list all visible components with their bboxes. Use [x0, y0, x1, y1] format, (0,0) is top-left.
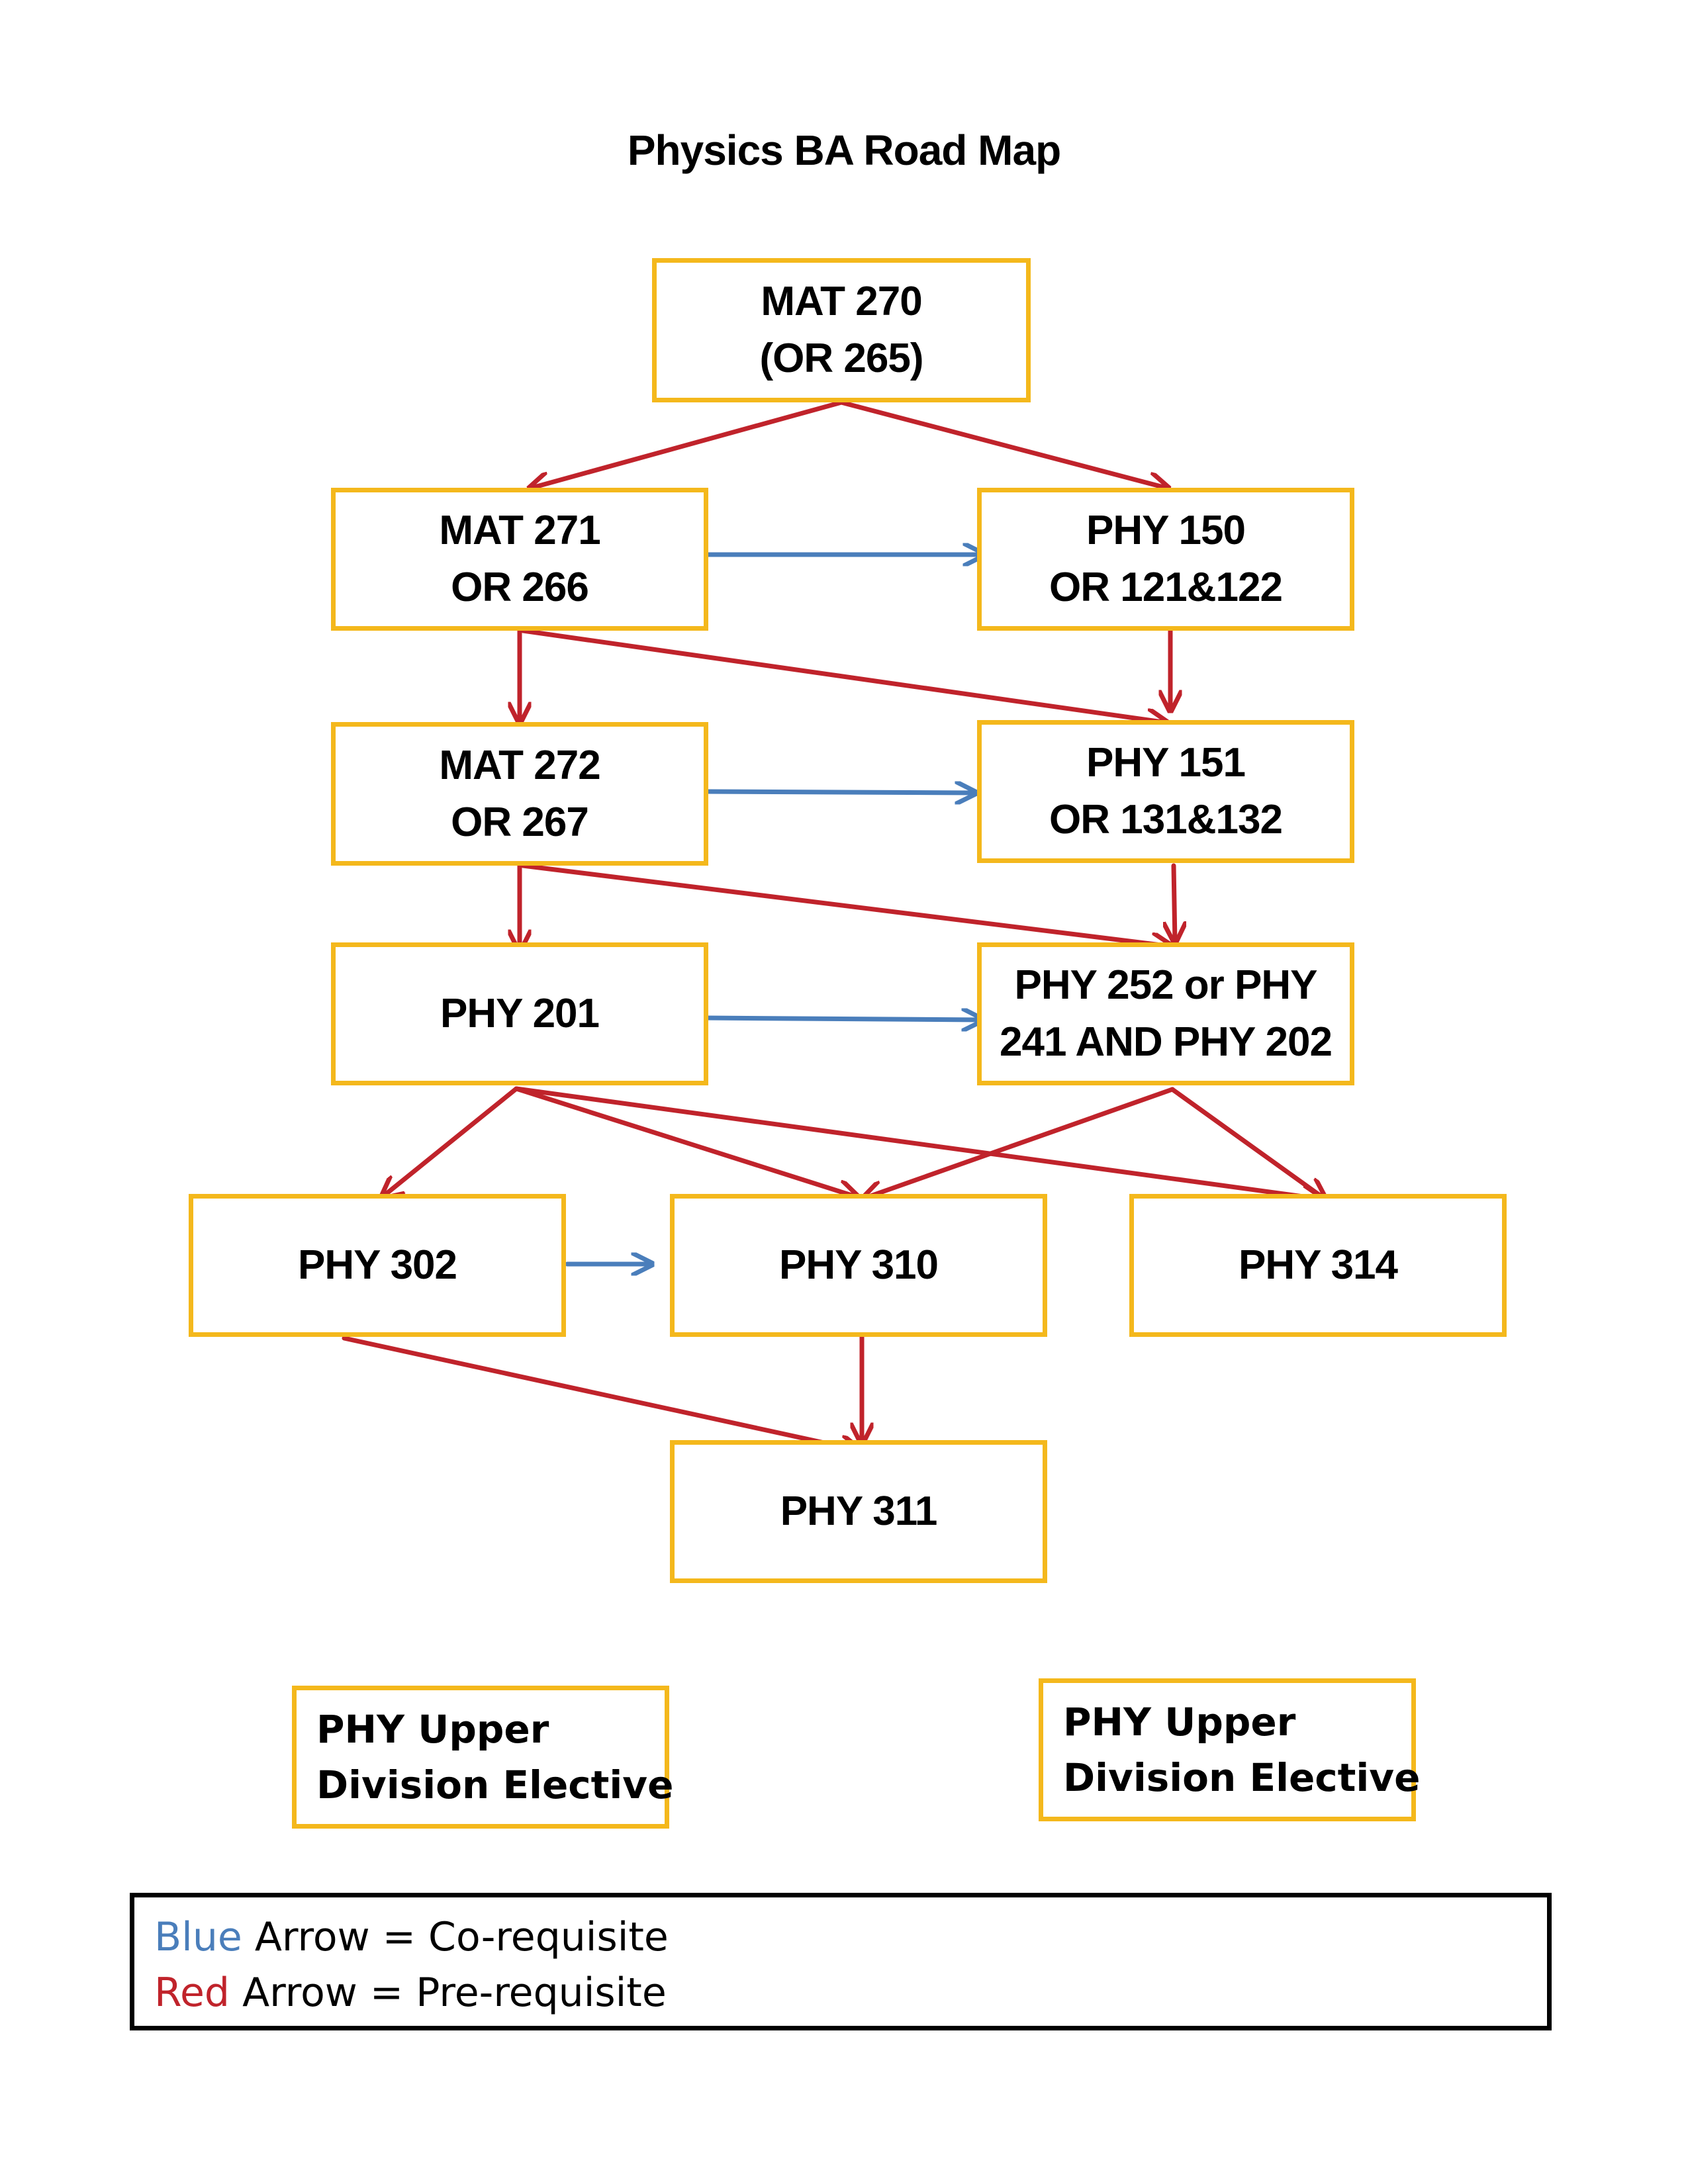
page-title: Physics BA Road Map: [627, 126, 1061, 174]
course-label-line: OR 267: [451, 799, 589, 845]
elective-label-line: Division Elective: [316, 1762, 674, 1807]
prerequisite-arrow-mat271-to-phy151: [520, 628, 1167, 723]
prerequisite-arrow-mat270-to-mat271: [530, 400, 844, 488]
course-box-phy252: PHY 252 or PHY 241 AND PHY 202: [977, 942, 1354, 1085]
prerequisite-arrow-phy252-to-phy310: [863, 1087, 1175, 1199]
course-box-mat272: MAT 272 OR 267: [331, 722, 708, 866]
course-label-line: PHY 252 or PHY: [1014, 962, 1318, 1008]
prerequisite-arrow-phy302-to-phy311: [342, 1336, 861, 1451]
prerequisite-arrow-mat272-to-phy252: [520, 863, 1172, 946]
course-label-line: OR 266: [451, 565, 589, 610]
legend-corequisite-text: Arrow = Co-requisite: [242, 1914, 669, 1960]
course-box-phy310: PHY 310: [670, 1194, 1047, 1337]
course-box-mat271: MAT 271 OR 266: [331, 488, 708, 631]
corequisite-arrow-phy201-to-phy252: [702, 1018, 982, 1020]
course-label-line: MAT 270: [761, 279, 922, 324]
elective-label-line: Division Elective: [1063, 1755, 1421, 1800]
legend-row-corequisite: Blue Arrow = Co-requisite: [154, 1909, 1547, 1965]
prerequisite-arrow-phy201-to-phy310: [514, 1086, 858, 1197]
elective-label-line: PHY Upper: [316, 1707, 549, 1752]
legend-blue-word: Blue: [154, 1914, 242, 1960]
legend-box: Blue Arrow = Co-requisite Red Arrow = Pr…: [130, 1893, 1552, 2030]
legend-red-word: Red: [154, 1970, 230, 2016]
course-label-line: MAT 272: [439, 742, 600, 788]
elective-box-left: PHY Upper Division Elective: [292, 1686, 673, 1829]
course-box-phy150: PHY 150 OR 121&122: [977, 488, 1354, 631]
course-box-phy151: PHY 151 OR 131&132: [977, 720, 1354, 863]
prerequisite-arrow-phy252-to-phy314: [1170, 1087, 1325, 1199]
course-label-line: OR 131&132: [1049, 797, 1283, 842]
course-label-line: OR 121&122: [1049, 565, 1283, 610]
course-box-phy201: PHY 201: [331, 942, 708, 1085]
prerequisite-arrow-mat270-to-phy150: [839, 400, 1168, 488]
prerequisite-arrow-phy201-to-phy314: [514, 1086, 1323, 1199]
course-label-line: MAT 271: [439, 508, 600, 553]
course-label-line: PHY 151: [1086, 740, 1246, 786]
elective-label-line: PHY Upper: [1063, 1700, 1296, 1745]
course-label-line: PHY 310: [778, 1242, 939, 1288]
course-box-phy314: PHY 314: [1129, 1194, 1507, 1337]
course-label-line: PHY 302: [297, 1242, 457, 1288]
prerequisite-arrow-phy151-to-phy252: [1174, 863, 1175, 942]
course-label-line: PHY 150: [1086, 508, 1246, 553]
prerequisite-arrow-phy201-to-phy302: [382, 1086, 519, 1197]
course-label-line: PHY 311: [780, 1488, 938, 1534]
legend-prerequisite-text: Arrow = Pre-requisite: [230, 1970, 667, 2016]
legend-row-prerequisite: Red Arrow = Pre-requisite: [154, 1965, 1547, 2021]
course-label-line: PHY 201: [440, 991, 600, 1036]
course-box-phy311: PHY 311: [670, 1440, 1047, 1583]
course-label-line: 241 AND PHY 202: [1000, 1019, 1333, 1065]
course-box-mat270: MAT 270 (OR 265): [652, 258, 1031, 402]
corequisite-arrow-mat272-to-phy151: [704, 792, 976, 793]
course-label-line: (OR 265): [759, 336, 924, 381]
course-box-phy302: PHY 302: [189, 1194, 566, 1337]
course-label-line: PHY 314: [1238, 1242, 1398, 1288]
elective-box-right: PHY Upper Division Elective: [1039, 1678, 1420, 1821]
